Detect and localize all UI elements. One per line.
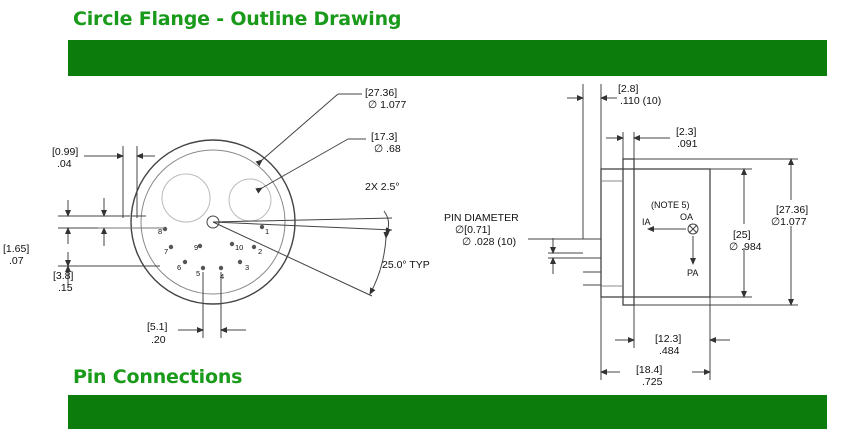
pin-label-6: 6	[177, 263, 181, 272]
pin-label-3: 3	[245, 263, 249, 272]
pin-label-8: 8	[158, 227, 162, 236]
axis-oa-label: OA	[680, 212, 693, 222]
pin-pitch-in: .20	[151, 334, 166, 346]
side-view-labels: [2.8] .110 (10) [2.3] .091 PIN DIAMETER …	[444, 83, 808, 388]
pin-spacing-mm: [3.8]	[53, 270, 74, 282]
green-header-bar	[68, 40, 827, 76]
outline-drawing-title: Circle Flange - Outline Drawing	[73, 8, 402, 30]
pin-dot-7	[168, 244, 174, 250]
pin-spacing-in: .15	[58, 282, 73, 294]
flange-diameter-mm: [27.36]	[776, 204, 808, 216]
pin-label-5: 5	[196, 269, 200, 278]
front-view-labels: [27.36] ∅ 1.077 [17.3] ∅ .68 [0.99] .04 …	[3, 87, 430, 346]
pin-dot-3	[237, 259, 243, 265]
pin-label-2: 2	[258, 247, 262, 256]
outer-diameter-mm: [27.36]	[365, 87, 397, 99]
body-diameter-in: ∅ .984	[729, 241, 762, 253]
pin-dot-10	[229, 241, 235, 247]
slot-width-mm: [0.99]	[52, 146, 78, 158]
pin-dot-5	[200, 265, 206, 271]
pin-angle: 25.0° TYP	[382, 259, 430, 271]
flange-outer-circle	[130, 139, 296, 305]
note-5: (NOTE 5)	[651, 200, 690, 210]
side-flange	[622, 158, 635, 306]
flange-diameter-in: ∅1.077	[771, 216, 807, 228]
pin-label-1: 1	[265, 227, 269, 236]
pin-dot-9	[197, 243, 203, 249]
pin-connections-title: Pin Connections	[73, 366, 243, 388]
pin-diameter-mm: ∅[0.71]	[455, 224, 490, 236]
pin-label-9: 9	[194, 243, 198, 252]
flange-thickness-in: .091	[677, 138, 698, 150]
axis-pa-label: PA	[687, 268, 698, 278]
green-section-bar	[68, 395, 827, 429]
pin-label-10: 10	[235, 243, 243, 252]
pin-dot-6	[182, 259, 188, 265]
front-view	[58, 93, 393, 338]
side-body	[600, 168, 711, 298]
body-diameter-mm: [25]	[733, 229, 751, 241]
optical-axis-symbol	[687, 223, 699, 235]
pin-diameter-in: ∅ .028 (10)	[462, 236, 516, 248]
body-length-mm: [12.3]	[655, 333, 681, 345]
slot-angle: 2X 2.5°	[365, 181, 400, 193]
pin-pitch-mm: [5.1]	[147, 321, 168, 333]
inner-diameter-mm: [17.3]	[371, 131, 397, 143]
flange-inner-ring	[140, 149, 286, 295]
window-right	[228, 178, 272, 222]
total-length-mm: [18.4]	[636, 364, 662, 376]
inner-diameter-in: ∅ .68	[374, 143, 401, 155]
slot-width-in: .04	[57, 158, 72, 170]
outline-drawing: [27.36] ∅ 1.077 [17.3] ∅ .68 [0.99] .04 …	[3, 83, 808, 388]
pin-length-in: .110 (10)	[620, 95, 661, 107]
window-left	[161, 173, 211, 223]
pin-dot-4	[218, 265, 224, 271]
pin-offset-mm: [1.65]	[3, 243, 29, 255]
flange-thickness-mm: [2.3]	[676, 126, 697, 138]
pin-dot-2	[251, 244, 257, 250]
axis-ia-label: IA	[642, 217, 651, 227]
pin-offset-in: .07	[9, 255, 24, 267]
body-length-in: .484	[659, 345, 680, 357]
pin-length-mm: [2.8]	[618, 83, 639, 95]
side-view	[528, 84, 798, 380]
outer-diameter-in: ∅ 1.077	[368, 99, 406, 111]
pin-dot-8	[162, 226, 168, 232]
pin-label-4: 4	[220, 272, 224, 281]
pin-diameter-label: PIN DIAMETER	[444, 212, 519, 224]
pin-label-7: 7	[164, 247, 168, 256]
pin-dot-1	[259, 224, 265, 230]
total-length-in: .725	[642, 376, 663, 388]
